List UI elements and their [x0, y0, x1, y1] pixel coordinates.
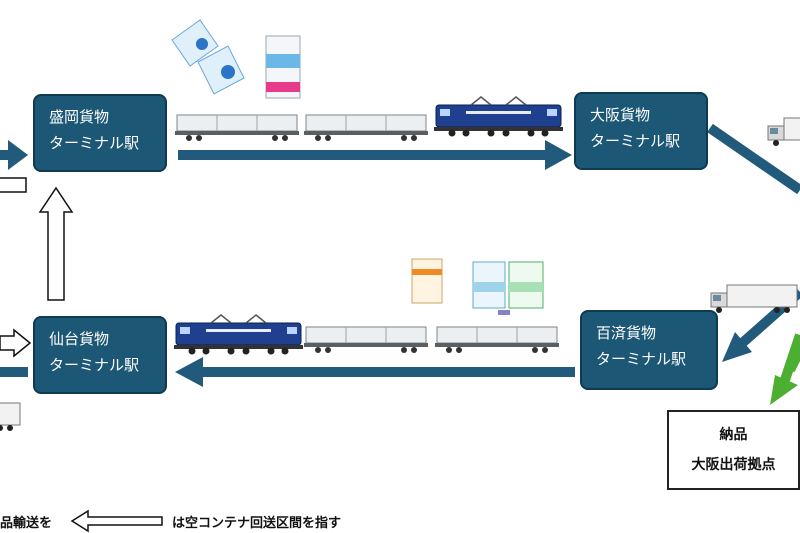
delivery-destination: 大阪出荷拠点 [691, 457, 776, 473]
legend-right-text: は空コンテナ回送区間を指す [172, 516, 342, 531]
station-kudara-type: ターミナル駅 [596, 350, 687, 368]
truck-left-bottom [0, 402, 21, 432]
hollow-arrow-sendai-to-morioka [38, 186, 74, 301]
arrow-osaka-to-right [707, 123, 800, 195]
hollow-arrow-into-sendai [0, 328, 32, 358]
product-carton-bottom [411, 258, 443, 304]
arrow-incoming-morioka [0, 140, 28, 170]
station-osaka-type: ターミナル駅 [590, 132, 681, 150]
station-sendai-type: ターミナル駅 [49, 356, 140, 374]
legend-left-text: 品輸送を [0, 516, 53, 531]
arrow-delivery [770, 333, 800, 405]
product-pouch-400 [508, 261, 544, 309]
product-tag [498, 310, 510, 315]
arrow-kudara-to-sendai [175, 357, 575, 387]
arrow-sendai-outgoing [0, 367, 28, 377]
freight-train-bottom [173, 314, 560, 356]
legend-hollow-arrow [70, 509, 163, 533]
arrow-morioka-to-osaka [178, 140, 572, 170]
product-pouch-300 [472, 261, 506, 309]
station-morioka-type: ターミナル駅 [49, 134, 140, 152]
delivery-label: 納品 [719, 427, 748, 443]
truck-right-top [767, 117, 800, 147]
product-carton-top [265, 35, 301, 99]
product-pouch-1 [171, 19, 219, 67]
empty-return-stub [0, 177, 27, 193]
delivery-box: 納品 大阪出荷拠点 [667, 410, 800, 490]
station-osaka: 大阪貨物 ターミナル駅 [574, 92, 708, 170]
station-morioka-name: 盛岡貨物 [49, 108, 110, 126]
station-osaka-name: 大阪貨物 [590, 106, 651, 124]
station-kudara: 百済貨物 ターミナル駅 [580, 310, 718, 390]
station-sendai-name: 仙台貨物 [49, 330, 110, 348]
freight-train-top [174, 96, 564, 142]
product-pouch-2 [197, 45, 245, 95]
station-sendai: 仙台貨物 ターミナル駅 [33, 316, 167, 394]
station-kudara-name: 百済貨物 [596, 324, 657, 342]
station-morioka: 盛岡貨物 ターミナル駅 [33, 94, 167, 172]
